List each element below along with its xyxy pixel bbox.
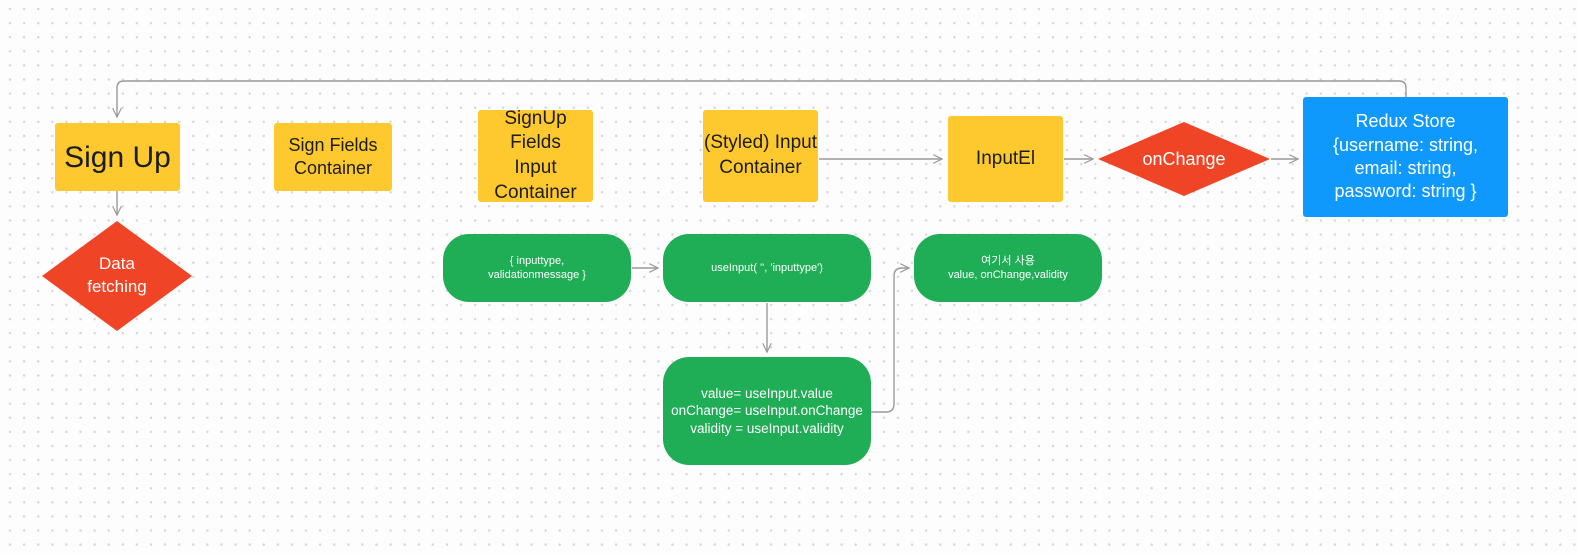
node-inputtype-props[interactable]: { inputtype, validationmessage } xyxy=(443,234,631,302)
node-sign-up[interactable]: Sign Up xyxy=(55,123,180,191)
node-use-input-bindings[interactable]: value= useInput.value onChange= useInput… xyxy=(663,357,871,465)
node-on-change-label: onChange xyxy=(1142,148,1226,169)
node-data-fetching[interactable]: Data fetching xyxy=(42,221,192,331)
node-on-change[interactable]: onChange xyxy=(1098,122,1270,196)
edge-bind-to-usedhere xyxy=(871,268,909,413)
node-styled-input-container[interactable]: (Styled) Input Container xyxy=(703,110,818,202)
node-signup-fields-input-container[interactable]: SignUp Fields Input Container xyxy=(478,108,593,203)
node-redux-store[interactable]: Redux Store {username: string, email: st… xyxy=(1303,97,1508,217)
node-sign-fields-container[interactable]: Sign Fields Container xyxy=(274,123,392,191)
node-input-el[interactable]: InputEl xyxy=(948,116,1063,202)
node-used-here[interactable]: 여기서 사용 value, onChange,validity xyxy=(914,234,1102,302)
node-data-fetching-label: Data fetching xyxy=(87,254,147,296)
node-use-input-call[interactable]: useInput( '', 'inputtype') xyxy=(663,234,871,302)
